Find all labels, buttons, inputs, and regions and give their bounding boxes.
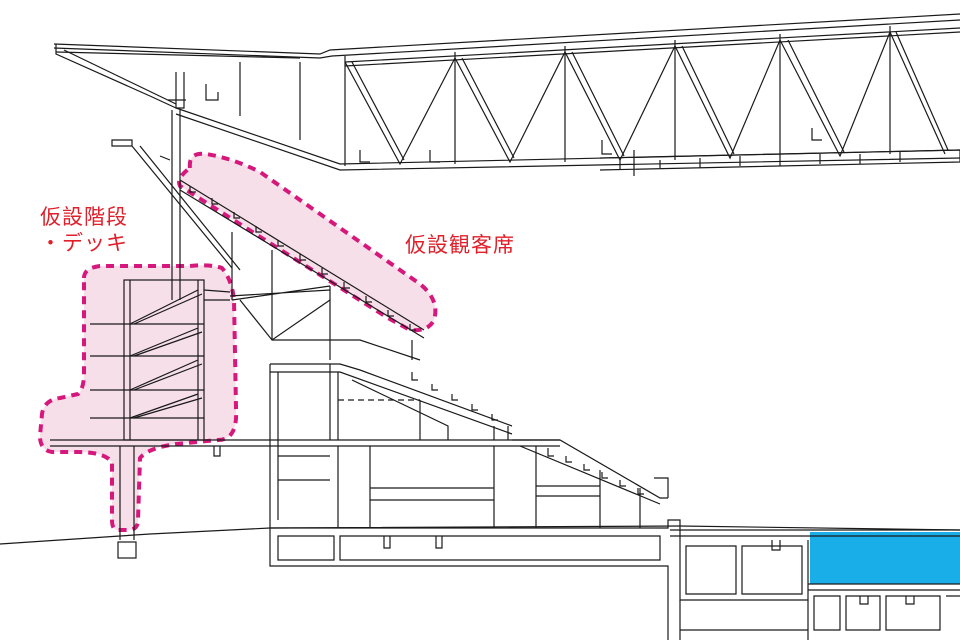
- label-temporary-stairs-deck: 仮設階段 ・デッキ: [40, 204, 128, 256]
- ground-line: [0, 525, 960, 545]
- main-stand-structure: [269, 363, 681, 640]
- label-temporary-stairs-deck-line2: ・デッキ: [40, 231, 128, 255]
- pool-structure: [670, 529, 960, 640]
- pool-water: [810, 532, 960, 584]
- stairs-deck-highlight: [38, 263, 239, 532]
- label-temporary-stairs-deck-line1: 仮設階段: [40, 205, 128, 229]
- roof-truss: [53, 13, 960, 176]
- temp-bracket: [111, 139, 241, 271]
- temp-stair-tower: [50, 279, 560, 559]
- label-temporary-seating: 仮設観客席: [405, 233, 515, 257]
- temp-seating-structure: [179, 179, 425, 361]
